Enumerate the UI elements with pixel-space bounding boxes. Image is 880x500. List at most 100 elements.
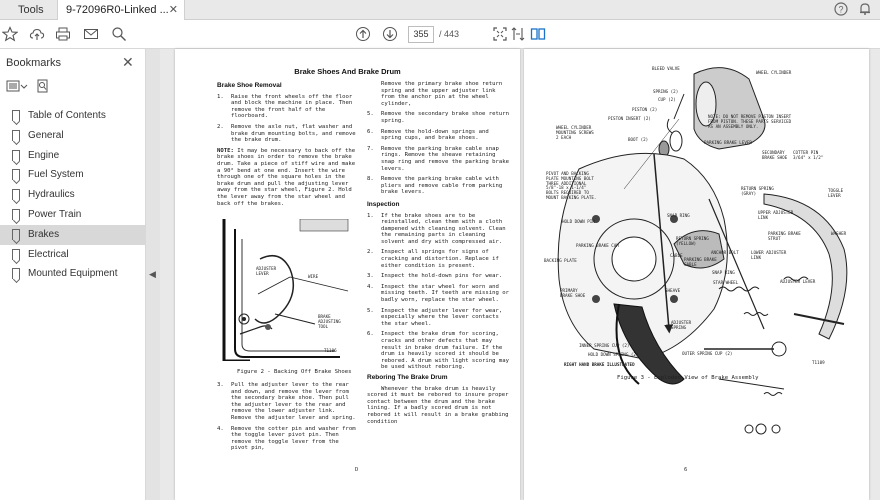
next-page-icon[interactable] <box>382 26 400 44</box>
page-total: / 443 <box>439 29 460 39</box>
find-bookmark-icon[interactable] <box>36 79 50 98</box>
panel-collapse-handle[interactable]: ◀ <box>146 49 160 500</box>
inspection-heading: Inspection <box>367 200 400 208</box>
list-item-text: Inspect the star wheel for worn and miss… <box>381 283 509 304</box>
bookmark-label: Hydraulics <box>28 189 75 201</box>
bookmark-item[interactable]: Brakes <box>0 224 146 245</box>
bookmark-label: Table of Contents <box>28 110 106 121</box>
list-item-number: 1. <box>217 93 224 100</box>
numbered-list: 1. If the brake shoes are to be reinstall… <box>367 213 509 371</box>
bookmark-star-icon[interactable] <box>1 26 20 44</box>
label-fig3-code: T1109 <box>812 360 825 365</box>
list-item-text: If the brake shoes are to be reinstalled… <box>381 212 506 245</box>
label-washer: WASHER <box>831 231 847 236</box>
list-item-number: 5. <box>367 307 374 314</box>
bookmark-item[interactable]: Electrical <box>0 245 146 265</box>
label-snap-ring: SNAP RING <box>667 213 690 218</box>
page-number-input[interactable]: 355 <box>408 26 434 43</box>
list-item: 2.Inspect all springs for signs of crack… <box>367 249 509 269</box>
figure-2-drawing: ADJUSTER LEVER WIRE BRAKE ADJUSTING TOOL… <box>220 218 352 363</box>
page-folio-left: D <box>355 467 359 473</box>
list-item: 6.Inspect the brake drum for scoring, cr… <box>367 331 509 371</box>
label-snap-ring-2: SNAP RING <box>712 270 735 275</box>
list-item-text: Remove the parking brake cable with plie… <box>381 176 503 196</box>
zoom-search-icon[interactable] <box>111 26 129 44</box>
tab-document[interactable]: 9-72096R0-Linked ... ✕ <box>57 0 185 20</box>
label-rh-brake: RIGHT HAND BRAKE ILLUSTRATED <box>564 362 635 367</box>
label-piston: PISTON (2) <box>632 107 658 112</box>
bookmark-item[interactable]: Hydraulics <box>0 185 146 205</box>
list-item: 4.Remove the cotter pin and washer from … <box>217 426 357 452</box>
label-primary-shoe: PRIMARY BRAKE SHOE <box>560 288 586 298</box>
email-icon[interactable] <box>83 26 101 44</box>
list-item-number: 4. <box>217 425 224 432</box>
label-outer-cup: OUTER SPRING CUP (2) <box>682 351 733 356</box>
list-item-number: 1. <box>367 212 374 219</box>
list-item-number: 2. <box>217 123 224 130</box>
figure-3-caption: Figure 3 - Exploded View of Brake Assemb… <box>617 375 759 381</box>
list-item-number: 6. <box>367 128 374 135</box>
bookmark-item[interactable]: Table of Contents <box>0 106 146 126</box>
bookmark-item[interactable]: Power Train <box>0 205 146 225</box>
label-cable: CABLE <box>670 253 683 258</box>
bookmarks-title: Bookmarks <box>6 57 62 69</box>
bookmark-label: Fuel System <box>28 169 84 181</box>
list-item-number: 6. <box>367 331 374 338</box>
list-item-number: 2. <box>367 249 374 256</box>
document-viewer[interactable]: Brake Shoes And Brake Drum Brake Shoe Re… <box>160 49 880 500</box>
list-item-number: 3. <box>367 273 374 280</box>
label-star-wheel: STAR WHEEL <box>713 280 739 285</box>
label-bleed-valve: BLEED VALVE <box>652 66 680 71</box>
adjusting-tool-label: BRAKE ADJUSTING TOOL <box>318 314 341 329</box>
rebore-text: Whenever the brake drum is heavily score… <box>367 385 509 425</box>
label-toggle-lever: TOGGLE LEVER <box>828 188 844 198</box>
rebore-heading: Reboring The Brake Drum <box>367 373 448 381</box>
numbered-list: 1. Raise the front wheels off the floor a… <box>217 94 357 144</box>
fig2-code-label: T1106 <box>324 348 337 353</box>
list-item: 2.Remove the axle nut, flat washer and b… <box>217 124 357 144</box>
two-page-view-icon[interactable] <box>530 26 548 44</box>
removal-heading: Brake Shoe Removal <box>217 82 282 89</box>
label-sheave: SHEAVE <box>665 288 681 293</box>
bookmark-icon <box>12 149 20 161</box>
list-item-text: Remove the parking brake cable snap ring… <box>381 145 509 172</box>
options-menu-icon[interactable] <box>6 79 28 98</box>
bookmark-label: Engine <box>28 149 60 161</box>
tab-tools[interactable]: Tools <box>18 4 44 16</box>
label-note: NOTE: DO NOT REMOVE PISTON INSERT FROM P… <box>708 114 792 129</box>
print-icon[interactable] <box>55 26 73 44</box>
note-text: It may be necessary to back off the brak… <box>217 147 356 207</box>
upload-cloud-icon[interactable] <box>29 26 47 44</box>
bookmark-item[interactable]: Fuel System <box>0 165 146 185</box>
bookmark-item[interactable]: General <box>0 126 146 146</box>
list-item: 3.Pull the adjuster lever to the rear an… <box>217 382 357 422</box>
tab-bar: Tools 9-72096R0-Linked ... ✕ ? <box>0 0 880 20</box>
numbered-list: 5.Remove the secondary brake shoe return… <box>367 111 509 196</box>
list-item: 3.Inspect the hold-down pins for wear. <box>367 273 509 280</box>
bookmark-label: General <box>28 129 64 141</box>
scroll-mode-icon[interactable] <box>510 26 528 44</box>
list-item: 5.Inspect the adjuster lever for wear, e… <box>367 308 509 328</box>
label-boot: BOOT (2) <box>628 137 649 142</box>
list-item: 4.Inspect the star wheel for worn and mi… <box>367 284 509 304</box>
close-tab-icon[interactable]: ✕ <box>168 4 178 16</box>
notifications-icon[interactable] <box>858 2 872 19</box>
fit-page-icon[interactable] <box>492 26 510 44</box>
close-panel-icon[interactable]: ✕ <box>122 54 134 70</box>
list-item-number: 8. <box>367 176 374 183</box>
label-adjuster-lever: ADJUSTER LEVER <box>780 279 816 284</box>
label-parking-cable: PARKING BRAKE CABLE <box>684 257 717 267</box>
previous-page-icon[interactable] <box>355 26 373 44</box>
bookmark-item[interactable]: Engine <box>0 146 146 166</box>
label-upper-link: UPPER ADJUSTER LINK <box>758 210 794 220</box>
page-right: BLEED VALVE WHEEL CYLINDER SPRING (2) CU… <box>524 49 869 500</box>
numbered-list: 3.Pull the adjuster lever to the rear an… <box>217 382 357 452</box>
tab-document-label: 9-72096R0-Linked ... <box>66 4 169 16</box>
left-column-continued: 3.Pull the adjuster lever to the rear an… <box>217 382 357 456</box>
right-column: Remove the primary brake shoe return spr… <box>367 81 509 429</box>
help-icon[interactable]: ? <box>834 2 848 19</box>
list-item-text: Raise the front wheels off the floor and… <box>231 93 353 120</box>
bookmark-item[interactable]: Mounted Equipment <box>0 264 146 284</box>
